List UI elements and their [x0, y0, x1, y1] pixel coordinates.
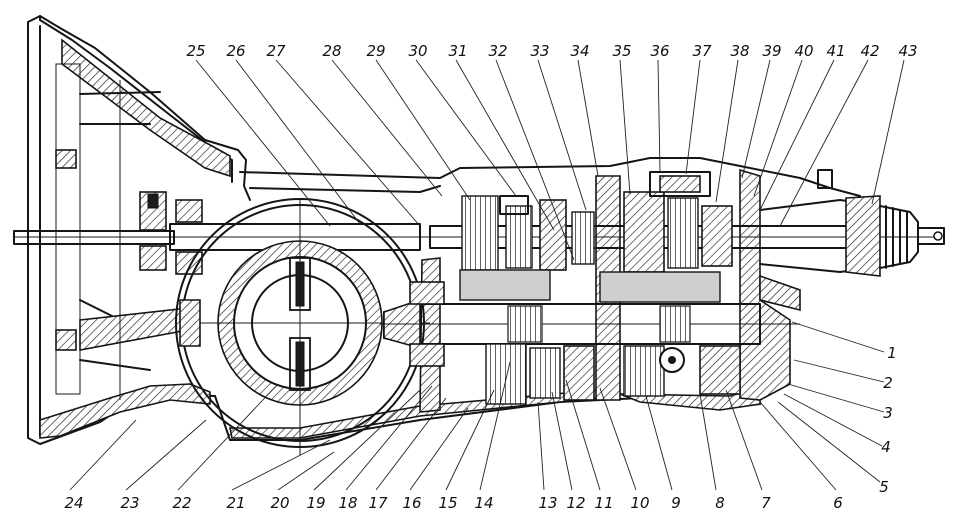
callout-5: 5: [879, 478, 889, 496]
rear-extension: [759, 169, 945, 312]
callout-15: 15: [438, 494, 457, 512]
callout-22: 22: [172, 494, 191, 512]
leader-lines: [69, 59, 905, 491]
callout-24: 24: [64, 494, 83, 512]
callout-25: 25: [186, 42, 205, 60]
callout-14: 14: [474, 494, 493, 512]
clutch-housing: [27, 15, 251, 445]
callout-11: 11: [594, 494, 613, 512]
callout-1: 1: [887, 344, 897, 362]
callout-28: 28: [322, 42, 341, 60]
callout-21: 21: [226, 494, 245, 512]
callout-12: 12: [566, 494, 585, 512]
callout-19: 19: [306, 494, 325, 512]
callout-18: 18: [338, 494, 357, 512]
callout-9: 9: [671, 494, 681, 512]
primary-shaft-gears: [429, 171, 940, 405]
callout-42: 42: [860, 42, 879, 60]
callout-43: 43: [898, 42, 917, 60]
right-callouts: 1 2 3 4 5: [879, 344, 897, 496]
callout-29: 29: [366, 42, 385, 60]
callout-16: 16: [402, 494, 421, 512]
callout-3: 3: [883, 404, 893, 422]
callout-39: 39: [762, 42, 781, 60]
input-shaft: [13, 191, 430, 275]
callout-17: 17: [368, 494, 388, 512]
callout-26: 26: [226, 42, 245, 60]
callout-36: 36: [650, 42, 669, 60]
output-shaft: [380, 281, 800, 367]
callout-30: 30: [408, 42, 427, 60]
callout-37: 37: [692, 42, 712, 60]
callout-40: 40: [794, 42, 813, 60]
callout-31: 31: [448, 42, 467, 60]
callout-2: 2: [883, 374, 893, 392]
callout-13: 13: [538, 494, 557, 512]
differential-housing: [175, 198, 430, 455]
bottom-callouts: 24 23 22 21 20 19 18 17 16 15 14 13 12 11 10 9 8 7 6: [64, 494, 842, 512]
callout-6: 6: [833, 494, 843, 512]
callout-20: 20: [270, 494, 289, 512]
callout-35: 35: [612, 42, 631, 60]
callout-34: 34: [570, 42, 589, 60]
callout-10: 10: [630, 494, 649, 512]
callout-33: 33: [530, 42, 549, 60]
callout-38: 38: [730, 42, 749, 60]
callout-23: 23: [120, 494, 139, 512]
callout-8: 8: [715, 494, 725, 512]
callout-41: 41: [826, 42, 845, 60]
callout-27: 27: [266, 42, 286, 60]
top-callouts: 25 26 27 28 29 30 31 32 33 34 35 36 37 38 39 40 41 42 43: [186, 42, 917, 60]
callout-7: 7: [761, 494, 771, 512]
callout-32: 32: [488, 42, 507, 60]
callout-4: 4: [881, 438, 891, 456]
